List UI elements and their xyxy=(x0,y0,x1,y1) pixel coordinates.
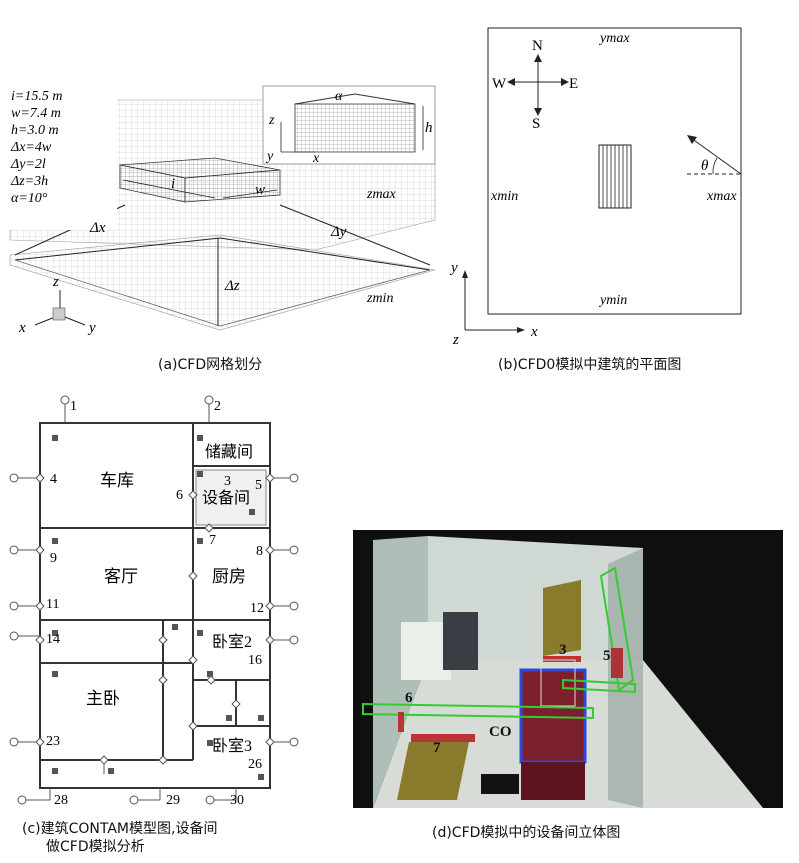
node-8: 8 xyxy=(256,544,263,559)
node-9: 9 xyxy=(50,551,57,566)
axis-z-label: z xyxy=(52,274,59,290)
node-14: 14 xyxy=(46,632,60,647)
room-bedroom3: 卧室3 xyxy=(212,737,252,755)
label-zmin: zmin xyxy=(366,291,393,306)
label-5: 5 xyxy=(603,648,611,664)
ymin-label: ymin xyxy=(598,293,627,308)
label-3: 3 xyxy=(559,642,567,658)
label-co: CO xyxy=(489,724,512,740)
compass-n: N xyxy=(532,38,543,54)
node-12: 12 xyxy=(250,601,264,616)
inset-z-label: z xyxy=(268,113,275,128)
xmax-label: xmax xyxy=(706,189,737,204)
inset-x-label: x xyxy=(312,151,320,166)
node-11: 11 xyxy=(46,597,59,612)
node-3: 3 xyxy=(224,474,231,489)
axis-y-label: y xyxy=(87,320,96,336)
node-29: 29 xyxy=(166,793,180,808)
compass-e: E xyxy=(569,76,578,92)
inset-y-label: y xyxy=(265,149,274,164)
cfd-mesh-figure: i=15.5 m w=7.4 m h=3.0 m Δx=4w Δy=2l Δz=… xyxy=(5,80,436,336)
theta-label: θ xyxy=(701,158,709,174)
node-26: 26 xyxy=(248,757,262,772)
equipment-room-highlight xyxy=(195,469,267,526)
label-dx: Δx xyxy=(89,220,106,236)
param-dx: Δx=4w xyxy=(10,140,52,155)
label-i: i xyxy=(171,176,175,192)
label-7: 7 xyxy=(433,740,441,756)
room-living: 客厅 xyxy=(104,567,138,586)
compass-s: S xyxy=(532,116,540,132)
parameter-box xyxy=(5,80,117,230)
param-dy: Δy=2l xyxy=(10,157,46,172)
component-3-panel xyxy=(543,580,581,656)
label-dy: Δy xyxy=(330,224,347,240)
node-2: 2 xyxy=(214,399,221,414)
axis-z-label-b: z xyxy=(452,332,459,348)
inset-alpha-label: α xyxy=(335,89,343,104)
domain-boundary xyxy=(487,27,742,315)
xmin-label: xmin xyxy=(490,189,518,204)
component-7-panel xyxy=(397,742,469,800)
label-dz: Δz xyxy=(224,278,240,294)
param-alpha: α=10° xyxy=(11,191,48,206)
axis-x-label: x xyxy=(18,320,26,336)
room-storage: 储藏间 xyxy=(205,443,253,461)
label-w: w xyxy=(255,182,265,198)
caption-d: (d)CFD模拟中的设备间立体图 xyxy=(432,825,621,841)
room-master: 主卧 xyxy=(86,689,120,708)
axis-y-label-b: y xyxy=(449,260,458,276)
caption-a: (a)CFD网格划分 xyxy=(158,357,263,373)
equipment-room-3d-figure: 3 5 6 7 CO xyxy=(353,530,783,808)
caption-c-line2: 做CFD模拟分析 xyxy=(46,839,145,855)
room-equipment: 设备间 xyxy=(202,489,250,507)
lower-mesh-plane xyxy=(9,234,436,331)
param-dz: Δz=3h xyxy=(10,174,48,189)
compass-w: W xyxy=(492,76,507,92)
node-28: 28 xyxy=(54,793,68,808)
label-zmax: zmax xyxy=(366,187,397,202)
param-h: h=3.0 m xyxy=(11,123,59,138)
room-garage: 车库 xyxy=(100,471,134,490)
node-16: 16 xyxy=(248,653,262,668)
axis-x-label-b: x xyxy=(530,324,538,340)
node-6: 6 xyxy=(176,488,183,503)
node-1: 1 xyxy=(70,399,77,414)
node-4: 4 xyxy=(50,472,57,487)
ymax-label: ymax xyxy=(598,31,630,46)
node-5: 5 xyxy=(255,478,262,493)
caption-b: (b)CFD0模拟中建筑的平面图 xyxy=(498,357,682,373)
param-i: i=15.5 m xyxy=(11,89,62,104)
label-6: 6 xyxy=(405,690,413,706)
node-30: 30 xyxy=(230,793,244,808)
node-7: 7 xyxy=(209,533,216,548)
room-kitchen: 厨房 xyxy=(212,567,246,586)
building-block xyxy=(119,157,281,203)
room-bedroom2: 卧室2 xyxy=(212,633,252,651)
contam-plan-figure: 车库 储藏间 设备间 客厅 厨房 卧室2 主卧 卧室3 1 2 3 4 5 6 … xyxy=(9,395,299,808)
node-23: 23 xyxy=(46,734,60,749)
inset-h-label: h xyxy=(425,120,433,136)
plan-view-figure: N S E W θ ymax ymin xmin xmax y x z xyxy=(449,27,742,348)
param-w: w=7.4 m xyxy=(11,106,61,121)
caption-c-line1: (c)建筑CONTAM模型图,设备间 xyxy=(22,821,218,837)
